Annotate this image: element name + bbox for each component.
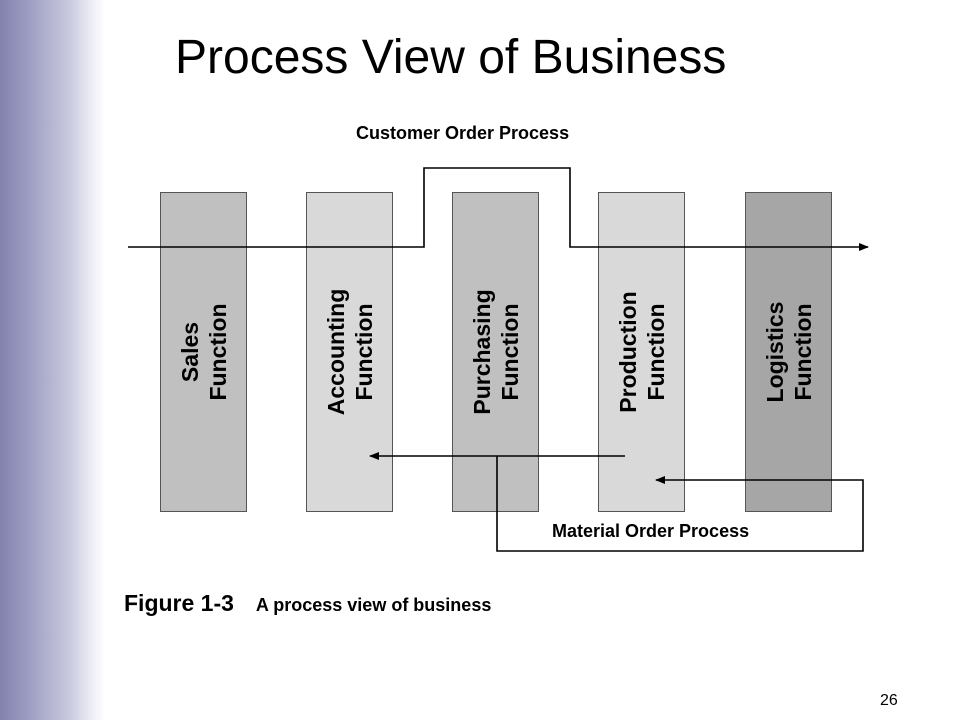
material-order-process-label: Material Order Process [552, 521, 750, 541]
figure-caption: Figure 1-3 A process view of business [124, 590, 491, 617]
customer-order-process-label: Customer Order Process [356, 123, 570, 143]
material-order-flow-arrow [496, 456, 864, 552]
customer-order-flow-arrow [128, 167, 869, 251]
figure-number: Figure 1-3 [124, 590, 234, 616]
slide-title: Process View of Business [175, 31, 727, 84]
figure-caption-text: A process view of business [255, 595, 492, 615]
decorative-side-gradient [0, 0, 105, 720]
slide-number: 26 [880, 692, 898, 709]
